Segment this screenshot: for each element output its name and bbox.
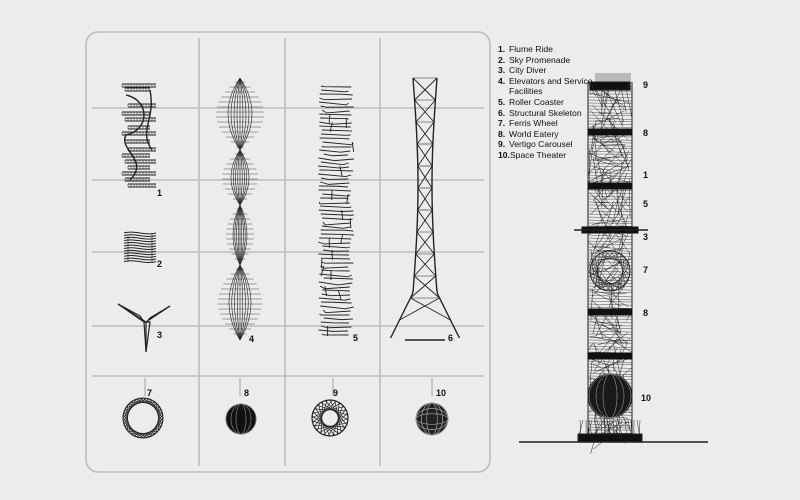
legend-item: 2.Sky Promenade [498, 54, 571, 65]
legend-item: 4.Elevators and Service Facilities [498, 75, 593, 97]
tower-label-flume: 1 [643, 170, 648, 180]
label-vertigo-carousel: 9 [333, 388, 338, 398]
label-ferris-wheel: 7 [147, 388, 152, 398]
label-city-diver: 3 [157, 330, 162, 340]
label-roller-coaster: 5 [353, 333, 358, 343]
ferris-wheel-drawing [122, 397, 164, 439]
legend-item: 5.Roller Coaster [498, 96, 564, 107]
label-sky-promenade: 2 [157, 259, 162, 269]
tower-label-eatery-lower: 8 [643, 308, 648, 318]
tower-label-theater: 10 [641, 393, 651, 403]
roller-coaster-drawing [318, 85, 355, 337]
tower-label-eatery-upper: 8 [643, 128, 648, 138]
tower-label-coaster: 5 [643, 199, 648, 209]
legend-item: 8.World Eatery [498, 128, 559, 139]
tower-label-carousel: 9 [643, 80, 648, 90]
legend-item: 9.Vertigo Carousel [498, 139, 573, 150]
label-elevators: 4 [249, 334, 254, 344]
legend: 1.Flume Ride 2.Sky Promenade 3.City Dive… [498, 44, 628, 161]
elevators-drawing [216, 77, 264, 341]
city-diver-drawing [117, 303, 171, 353]
assembled-tower-drawing [574, 73, 648, 454]
tower-label-diver: 3 [643, 232, 648, 242]
space-theater-drawing [415, 402, 449, 436]
vertigo-carousel-drawing [311, 399, 349, 437]
tower-label-ferris: 7 [643, 265, 648, 275]
legend-item: 7.Ferris Wheel [498, 118, 558, 129]
legend-item: 10.Space Theater [498, 149, 567, 160]
structural-skeleton-drawing [389, 77, 461, 341]
label-flume-ride: 1 [157, 188, 162, 198]
legend-item: 3.City Diver [498, 65, 547, 76]
label-skeleton: 6 [448, 333, 453, 343]
sky-promenade-drawing [123, 231, 157, 263]
flume-ride-drawing [121, 83, 156, 188]
label-space-theater: 10 [436, 388, 446, 398]
world-eatery-drawing [225, 403, 257, 435]
legend-item: 6.Structural Skeleton [498, 107, 582, 118]
label-world-eatery: 8 [244, 388, 249, 398]
legend-item: 1.Flume Ride [498, 44, 553, 54]
